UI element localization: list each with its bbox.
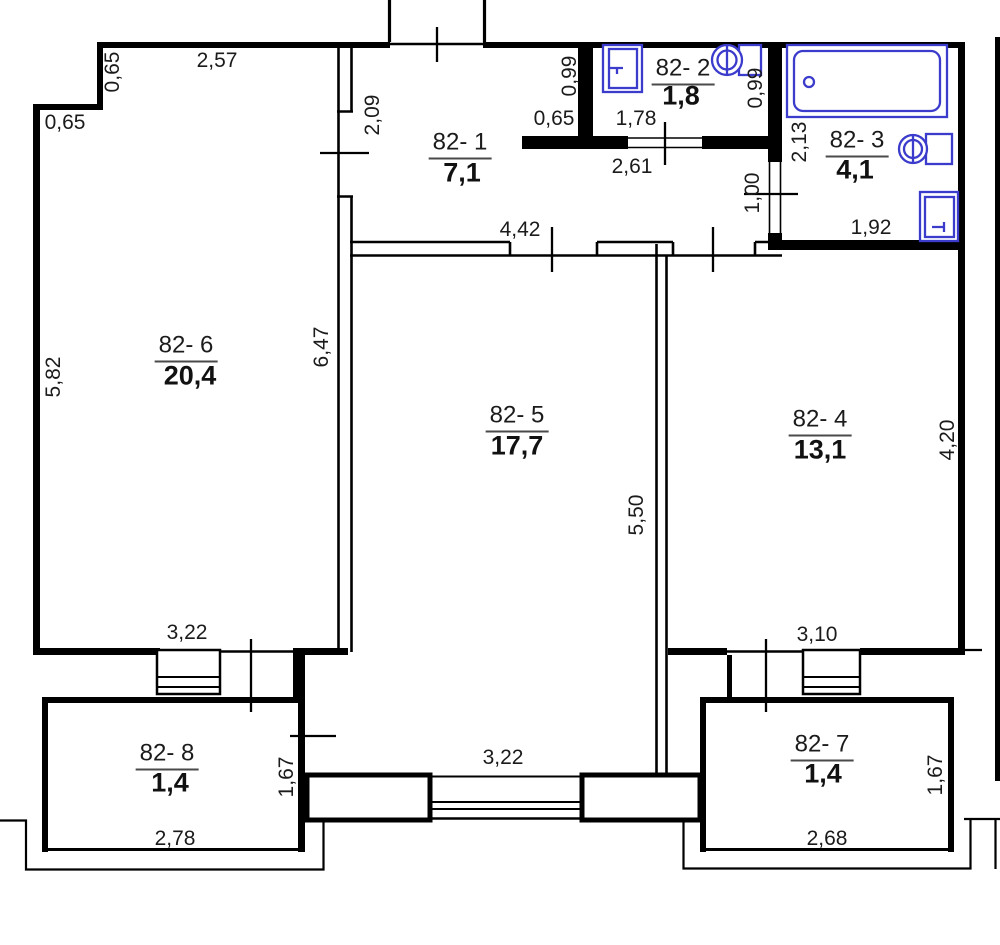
room-3-area: 4,1 — [836, 154, 874, 185]
dim-hall-stub: 0,65 — [533, 107, 575, 130]
wc-washbasin-icon — [710, 43, 763, 77]
dim-room5-window: 3,22 — [482, 746, 524, 769]
room-3-id: 82- 3 — [825, 127, 889, 158]
room-1-area: 7,1 — [443, 157, 481, 188]
dim-room5-right: 5,50 — [625, 494, 648, 536]
balcony-walls — [42, 697, 954, 852]
dim-living-right: 6,47 — [310, 326, 333, 368]
dim-bath-bottom: 1,92 — [850, 216, 892, 239]
room-6-area: 20,4 — [163, 360, 217, 391]
dim-wc-left-wall: 0,99 — [558, 55, 581, 97]
dim-balcony8-width: 2,78 — [154, 827, 196, 850]
fixtures — [601, 43, 960, 243]
balcony-slab-contours — [0, 817, 1000, 871]
dim-room4-right: 4,20 — [936, 419, 959, 461]
dim-notch-width: 0,65 — [44, 111, 86, 134]
windows — [155, 42, 862, 820]
room-7-area: 1,4 — [804, 758, 842, 789]
dim-balcony7-depth: 1,67 — [924, 754, 947, 796]
room-2-id: 82- 2 — [651, 55, 715, 86]
room-4-area: 13,1 — [793, 434, 847, 465]
room-8-area: 1,4 — [151, 767, 189, 798]
room-1-id: 82- 1 — [428, 129, 492, 160]
bath-washbasin-icon — [897, 132, 954, 166]
dim-corridor-south: 4,42 — [499, 218, 541, 241]
dim-living-window: 3,22 — [166, 621, 208, 644]
entrance-porch — [387, 0, 487, 42]
bathtub-icon — [785, 43, 949, 119]
dim-bath-door: 1,00 — [741, 172, 764, 214]
dim-top-left-width: 2,57 — [196, 49, 238, 72]
bathroom-walls — [522, 42, 963, 250]
dim-balcony7-width: 2,68 — [806, 827, 848, 850]
dim-balcony8-depth: 1,67 — [275, 756, 298, 798]
interior-partitions — [337, 42, 782, 775]
room-6-id: 82- 6 — [154, 332, 218, 363]
neighbor-wall-bar — [995, 37, 1000, 781]
dim-wc-width: 1,78 — [615, 107, 657, 130]
room-5-id: 82- 5 — [485, 402, 549, 433]
dim-living-left: 5,82 — [42, 356, 65, 398]
room-8-id: 82- 8 — [135, 740, 199, 771]
dim-notch-height: 0,65 — [101, 51, 124, 93]
dim-room4-window: 3,10 — [796, 623, 838, 646]
dim-hall-left-wall: 2,09 — [361, 94, 384, 136]
room-5-area: 17,7 — [490, 430, 544, 461]
dim-bath-left-wall: 2,13 — [788, 121, 811, 163]
window-piers — [304, 772, 703, 823]
door-ticks — [249, 27, 982, 738]
room-2-area: 1,8 — [662, 80, 700, 111]
bath-toilet-icon — [918, 190, 960, 243]
dim-corridor-width: 2,61 — [611, 155, 653, 178]
bottom-walls — [33, 648, 960, 852]
dim-wc-right-wall: 0,99 — [744, 67, 767, 109]
room-4-id: 82- 4 — [788, 406, 852, 437]
room-7-id: 82- 7 — [790, 731, 854, 762]
wc-toilet-icon — [601, 43, 644, 94]
